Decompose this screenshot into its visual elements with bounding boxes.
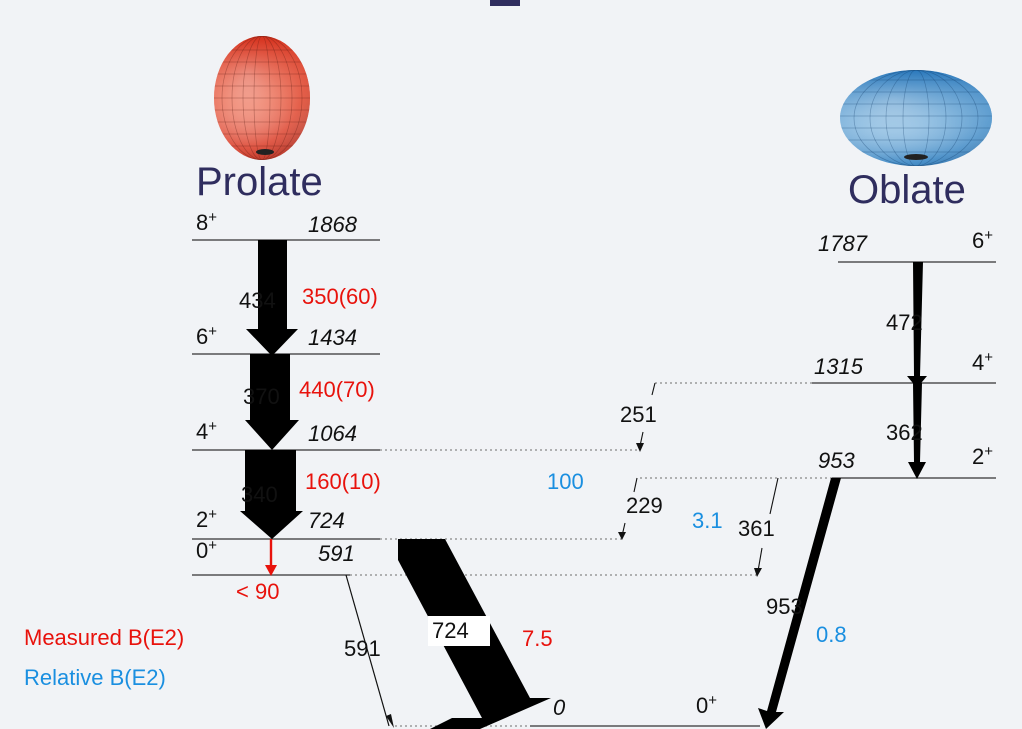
legend-relative: Relative B(E2) [24,665,166,690]
arrow-229-tail [633,477,638,493]
relative-be2-953: 0.8 [816,622,847,647]
energy-label-1064: 1064 [308,421,357,446]
arrow-472 [907,262,927,388]
energy-label-724: 724 [308,508,345,533]
transition-label-724: 724 [432,618,469,643]
energy-label-591: 591 [318,541,355,566]
arrow-251-tail [651,382,656,396]
measured-be2-591: < 90 [236,579,280,604]
arrow-361-tail [769,477,779,515]
dotted-connectors [350,382,832,727]
energy-label-1315: 1315 [814,354,863,379]
energy-label-953: 953 [818,448,855,473]
measured-be2-370: 440(70) [299,377,375,402]
spin-label-prolate-0: 0+ [196,537,218,563]
arrow-361-head [757,547,763,572]
legend-measured: Measured B(E2) [24,625,185,650]
transition-label-251: 251 [620,402,657,427]
energy-label-1434: 1434 [308,325,357,350]
oblate-spheroid-icon [840,70,992,166]
transition-label-370: 370 [243,384,280,409]
transition-label-953: 953 [766,594,803,619]
measured-be2-340: 160(10) [305,469,381,494]
spin-label-ground: 0+ [696,692,718,718]
arrow-434 [246,240,298,356]
oblate-title: Oblate [848,168,966,212]
spin-label-prolate-4: 4+ [196,418,218,444]
transition-label-361: 361 [738,516,775,541]
spin-label-prolate-6: 6+ [196,323,218,349]
energy-label-1868: 1868 [308,212,357,237]
transition-label-591: 591 [344,636,381,661]
transition-label-362: 362 [886,420,923,445]
spin-label-oblate-2: 2+ [972,443,994,469]
arrow-591 [345,574,390,727]
arrow-953 [758,478,841,729]
transition-label-340: 340 [241,482,278,507]
spin-label-prolate-2: 2+ [196,506,218,532]
spin-label-oblate-4: 4+ [972,349,994,375]
spin-label-oblate-6: 6+ [972,227,994,253]
label-box-724 [428,616,490,646]
relative-be2-361: 3.1 [692,508,723,533]
energy-label-1787: 1787 [818,231,867,256]
arrow-370 [245,354,299,450]
transition-label-229: 229 [626,493,663,518]
energy-label-0: 0 [553,695,566,720]
spin-label-prolate-8: 8+ [196,209,218,235]
measured-be2-434: 350(60) [302,284,378,309]
prolate-spheroid-icon [214,36,310,160]
transition-label-472: 472 [886,310,923,335]
arrow-340 [240,450,303,539]
transition-label-434: 434 [239,288,276,313]
prolate-title: Prolate [196,160,323,204]
relative-be2-229: 100 [547,469,584,494]
top-mark [490,0,520,6]
arrow-362 [908,383,926,479]
measured-be2-724: 7.5 [522,626,553,651]
